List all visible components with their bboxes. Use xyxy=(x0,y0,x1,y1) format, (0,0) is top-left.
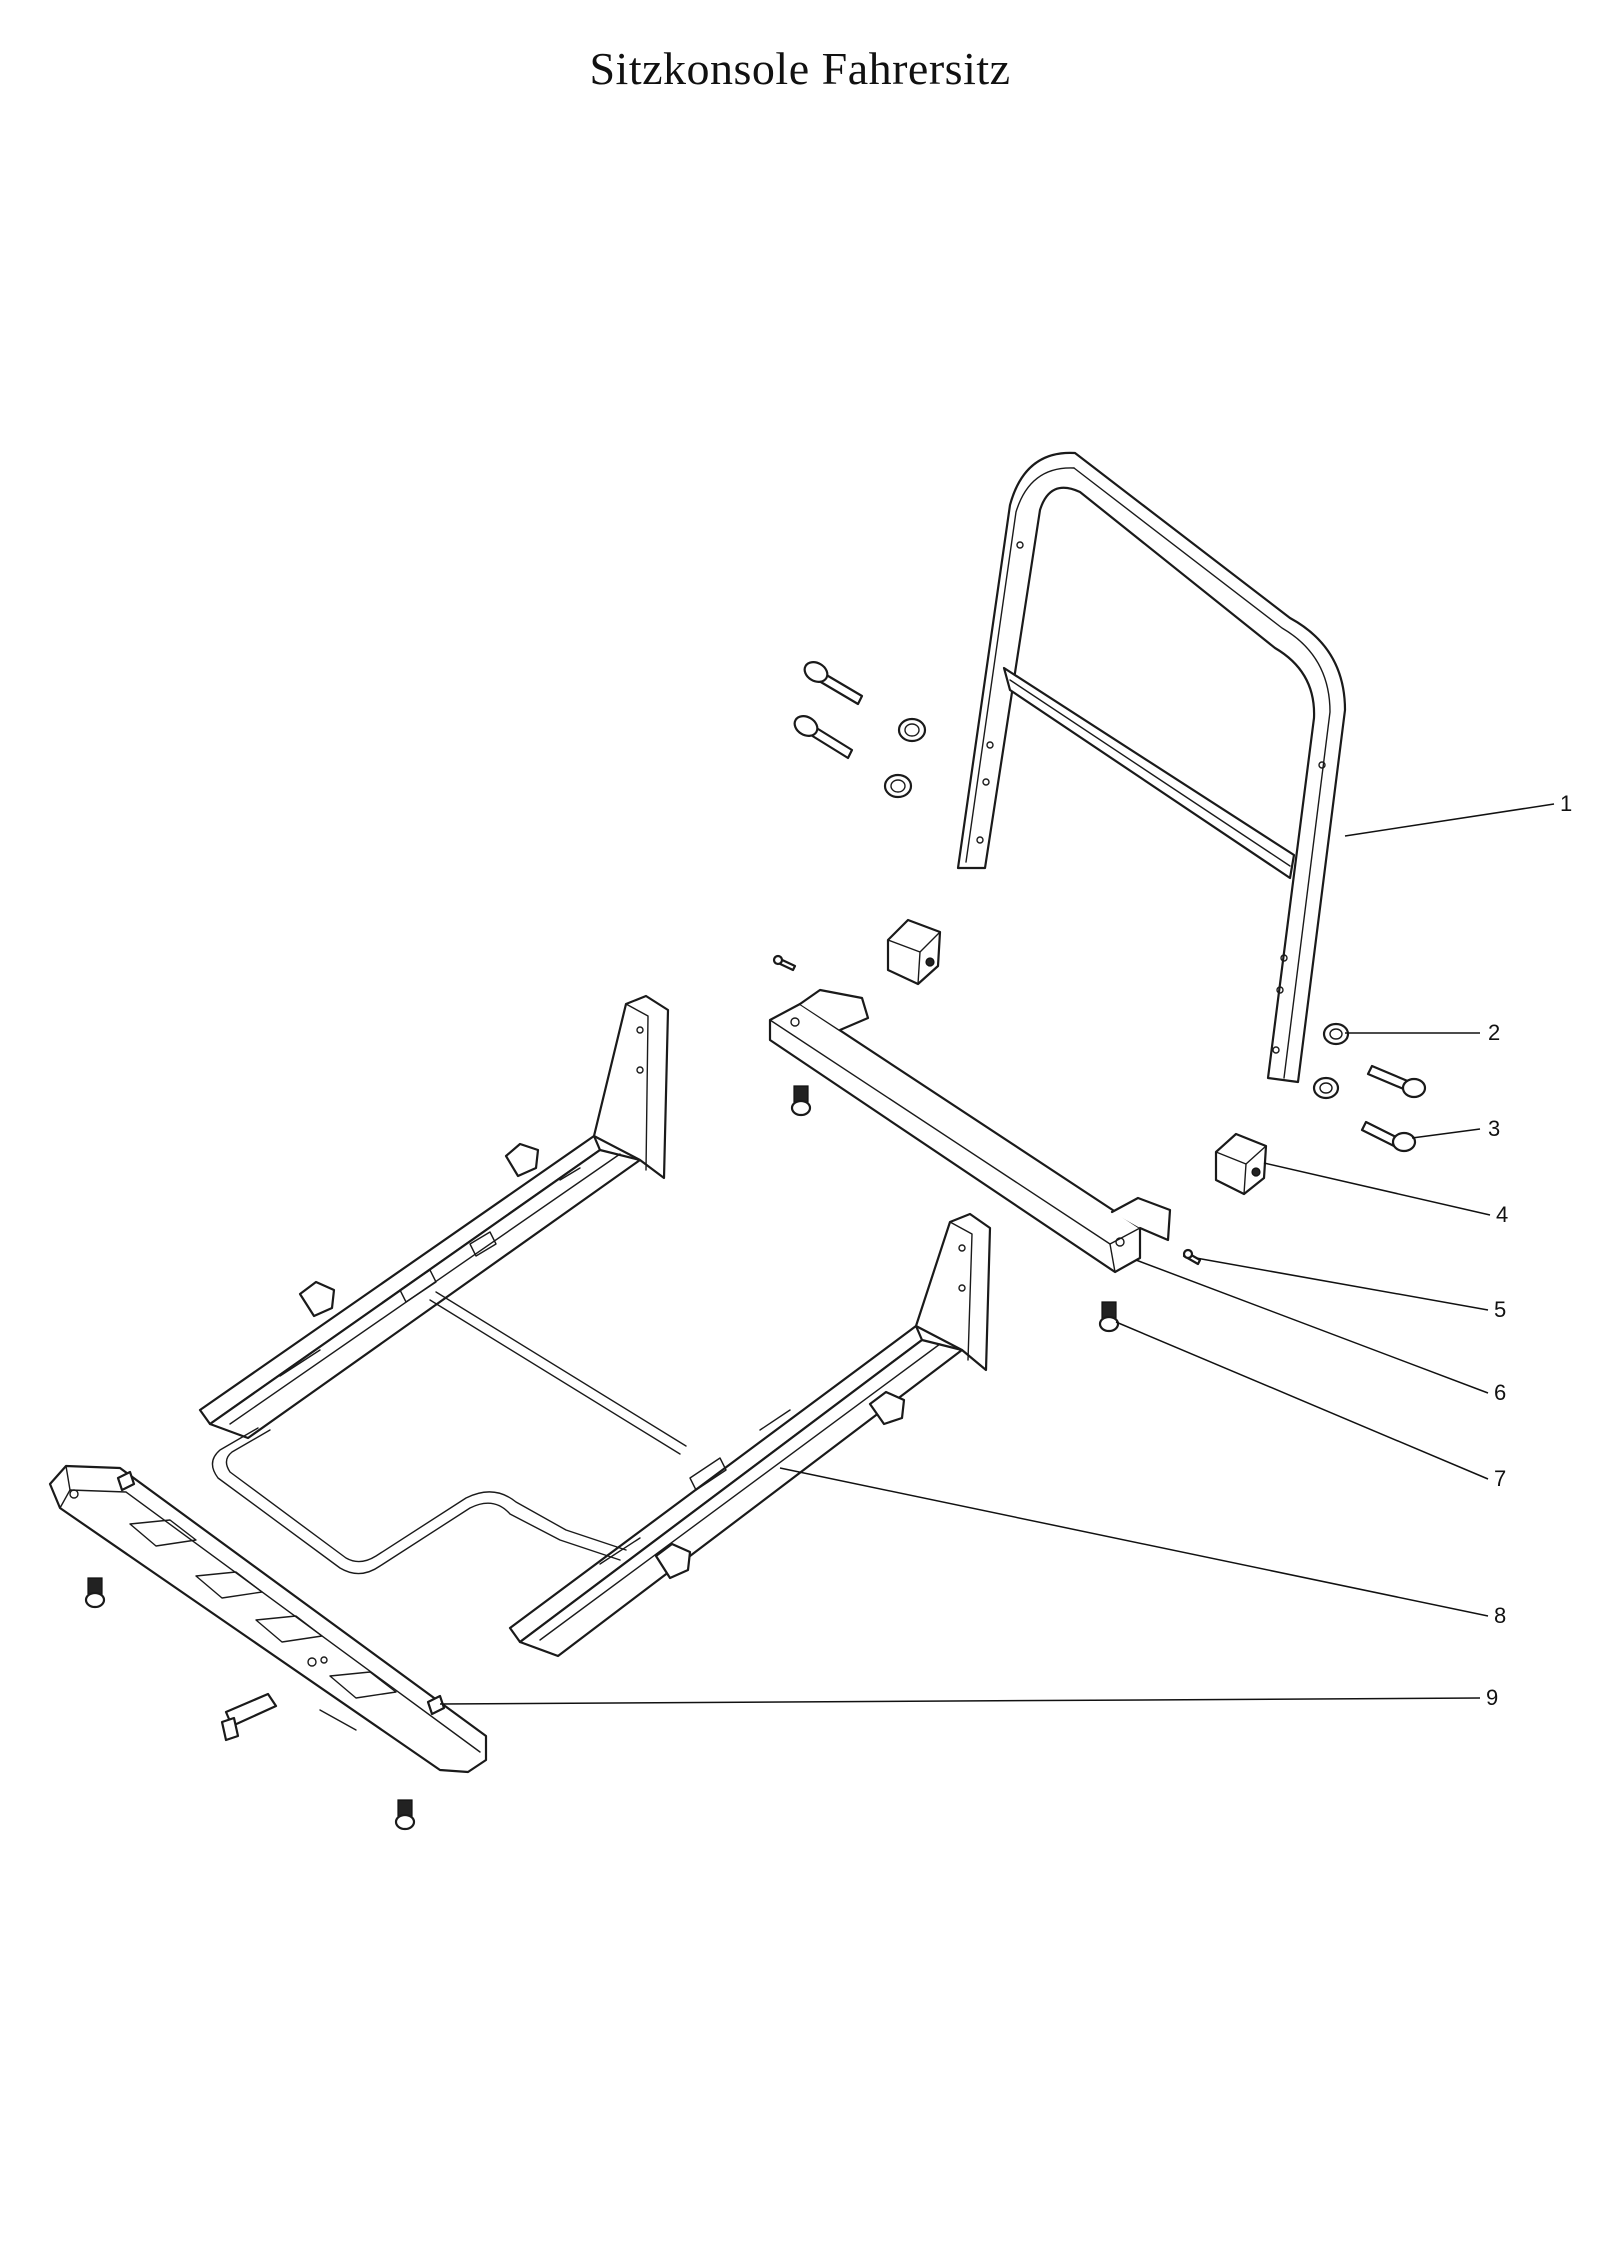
backrest-frame xyxy=(956,451,1347,1084)
bolt-stud-center xyxy=(790,1085,812,1117)
bolt-stud-plate-left xyxy=(84,1577,106,1609)
bracket-block-upper xyxy=(886,918,942,986)
flange-bolt-upper-a xyxy=(803,661,864,706)
callout-9: 9 xyxy=(1486,1685,1498,1710)
callout-8: 8 xyxy=(1494,1603,1506,1628)
callout-1: 1 xyxy=(1560,791,1572,816)
flange-bolt-upper-b xyxy=(793,715,854,760)
mounting-plate xyxy=(48,1464,488,1774)
callout-7: 7 xyxy=(1494,1466,1506,1491)
flange-nut-right-b xyxy=(1312,1076,1340,1100)
leader-6 xyxy=(1135,1259,1489,1394)
small-screw-lower xyxy=(1182,1248,1202,1266)
callout-numbers: 1 2 3 4 5 6 7 8 9 xyxy=(1486,791,1572,1710)
leader-4 xyxy=(1263,1162,1491,1216)
callout-3: 3 xyxy=(1488,1116,1500,1141)
flange-bolt-right-a xyxy=(1366,1064,1427,1099)
seat-rail-assembly xyxy=(198,994,992,1658)
bolt-stud-plate-right xyxy=(394,1799,416,1831)
flange-nut-upper-a xyxy=(897,717,927,743)
flange-nut-upper-b xyxy=(883,773,913,799)
flange-bolt-right-b xyxy=(1360,1120,1417,1153)
leader-1 xyxy=(1344,803,1555,837)
bolt-stud-right xyxy=(1098,1301,1120,1333)
bracket-block-lower xyxy=(1214,1132,1268,1196)
small-screw-upper xyxy=(772,954,797,972)
leader-8 xyxy=(779,1467,1489,1617)
callout-2: 2 xyxy=(1488,1020,1500,1045)
flange-nut-right-a xyxy=(1322,1022,1350,1046)
leader-3 xyxy=(1411,1128,1481,1139)
leader-7 xyxy=(1115,1321,1489,1480)
leader-5 xyxy=(1195,1257,1489,1311)
leader-9 xyxy=(439,1697,1481,1705)
cross-tube xyxy=(768,988,1172,1274)
leader-lines xyxy=(439,803,1555,1705)
callout-4: 4 xyxy=(1496,1202,1508,1227)
callout-6: 6 xyxy=(1494,1380,1506,1405)
page-title: Sitzkonsole Fahrersitz xyxy=(589,43,1011,94)
callout-5: 5 xyxy=(1494,1297,1506,1322)
